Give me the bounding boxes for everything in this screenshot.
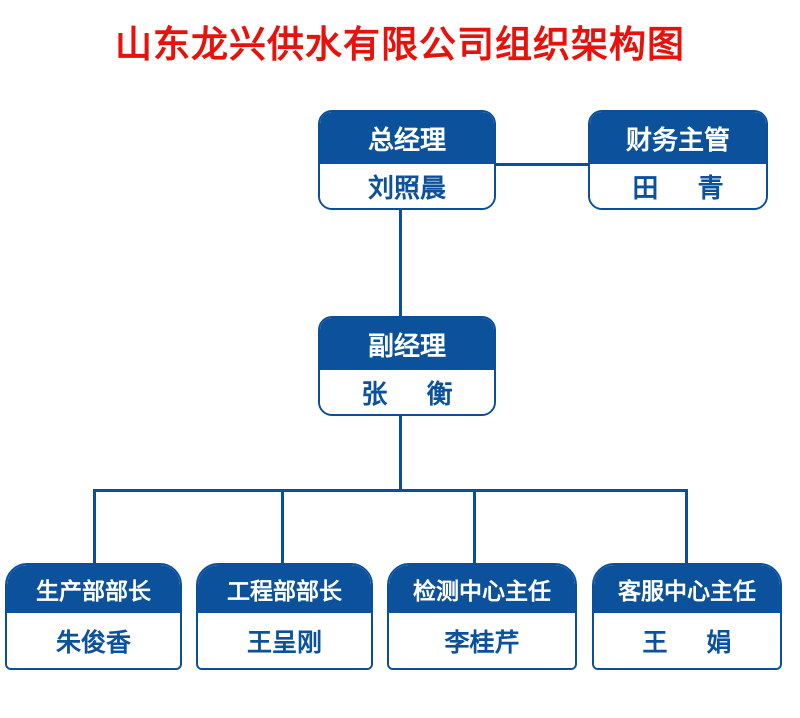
connector-gm-to-deputy [399,208,402,316]
connector-bus-to-testing-center [473,489,476,565]
node-testing-center-head[interactable]: 检测中心主任 李桂芹 [387,563,577,670]
node-general-manager-name: 刘照晨 [320,164,494,208]
node-production-head[interactable]: 生产部部长 朱俊香 [5,563,182,670]
node-general-manager-title: 总经理 [320,112,494,164]
node-deputy-manager-name: 张 衡 [320,370,494,414]
node-finance-supervisor-title: 财务主管 [590,112,766,164]
node-production-head-title: 生产部部长 [7,565,180,613]
node-finance-supervisor-name: 田 青 [590,164,766,208]
node-testing-center-head-name: 李桂芹 [389,613,575,668]
connector-deputy-to-bus [399,416,402,492]
node-engineering-head[interactable]: 工程部部长 王呈刚 [196,563,373,670]
node-general-manager[interactable]: 总经理 刘照晨 [318,110,496,210]
connector-bus-to-customer-service [685,489,688,565]
connector-bus-to-engineering [281,489,284,565]
page-title: 山东龙兴供水有限公司组织架构图 [115,24,685,65]
node-customer-service-head[interactable]: 客服中心主任 王 娟 [592,563,782,670]
connector-gm-to-finance [490,163,590,166]
node-deputy-manager-title: 副经理 [320,318,494,370]
connector-bus-to-production [93,489,96,565]
node-engineering-head-name: 王呈刚 [198,613,371,668]
node-engineering-head-title: 工程部部长 [198,565,371,613]
node-customer-service-head-title: 客服中心主任 [594,565,780,613]
node-deputy-manager[interactable]: 副经理 张 衡 [318,316,496,416]
node-customer-service-head-name: 王 娟 [594,613,780,668]
node-testing-center-head-title: 检测中心主任 [389,565,575,613]
node-finance-supervisor[interactable]: 财务主管 田 青 [588,110,768,210]
connector-horizontal-bus [93,489,688,492]
node-production-head-name: 朱俊香 [7,613,180,668]
